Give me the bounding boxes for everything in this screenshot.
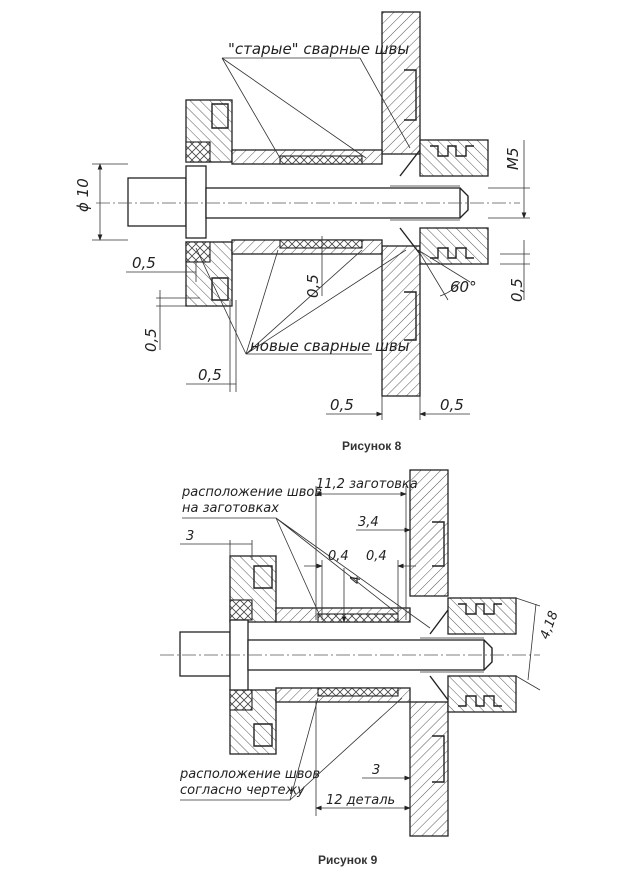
figure-8-caption: Рисунок 8 (342, 439, 402, 453)
dim-3-bottom: 3 (362, 763, 411, 781)
svg-text:расположение швов: расположение швов (179, 767, 320, 782)
tube-9 (275, 607, 411, 703)
dim-4-18: 4,18 (515, 597, 562, 691)
svg-text:12 деталь: 12 деталь (326, 793, 395, 808)
dim-05-center: 0,5 (304, 236, 323, 298)
dim-blank-11-2: 11,2 заготовка (315, 477, 418, 620)
svg-text:0,5: 0,5 (330, 396, 354, 414)
svg-text:0,5: 0,5 (508, 278, 526, 302)
svg-text:4,18: 4,18 (538, 609, 562, 641)
wall-plate (381, 11, 421, 397)
thread-label: M5 (504, 148, 522, 171)
figure-9-caption: Рисунок 9 (318, 853, 378, 867)
svg-text:3,4: 3,4 (358, 515, 379, 530)
svg-text:0,5: 0,5 (198, 366, 222, 384)
svg-text:0,4: 0,4 (328, 549, 349, 564)
old-welds-leaders: "старые" сварные швы (221, 40, 411, 159)
dim-05-left-top: 0,5 (126, 254, 197, 282)
svg-text:0,4: 0,4 (366, 549, 387, 564)
svg-text:3: 3 (186, 529, 194, 544)
diameter-label: ϕ 10 (74, 178, 92, 212)
figure-8: "старые" сварные швы новые сварные швы ϕ… (74, 11, 530, 453)
dim-3-4: 3,4 (356, 515, 411, 533)
dim-thread-m5: M5 (488, 140, 530, 219)
dim-part-12: 12 деталь (315, 700, 411, 816)
blank-welds-label: расположение швов на заготовках (181, 485, 431, 629)
right-hub-9 (429, 597, 517, 713)
svg-text:согласно чертежу: согласно чертежу (180, 783, 305, 798)
angle-label: 60° (450, 278, 477, 296)
left-flange (185, 99, 233, 307)
svg-text:0,5: 0,5 (304, 274, 322, 298)
drawing-welds-label: расположение швов согласно чертежу (179, 697, 403, 801)
dim-05-bottom-right: 0,5 0,5 (326, 396, 470, 420)
svg-text:0,5: 0,5 (132, 254, 156, 272)
new-welds-label: новые сварные швы (250, 337, 410, 355)
svg-text:0,5: 0,5 (142, 328, 160, 352)
old-welds-label: "старые" сварные швы (228, 40, 409, 58)
svg-text:на заготовках: на заготовках (182, 501, 279, 516)
svg-text:0,5: 0,5 (440, 396, 464, 414)
svg-text:4: 4 (349, 576, 364, 584)
bolt (127, 165, 469, 239)
svg-text:расположение швов: расположение швов (181, 485, 322, 500)
dim-05-left-vert: 0,5 (142, 290, 200, 352)
dim-angle-60: 60° (417, 249, 477, 301)
dim-3-top: 3 (180, 529, 253, 560)
dim-05-right: 0,5 (500, 240, 530, 302)
dim-diameter-10: ϕ 10 (74, 163, 128, 241)
left-flange-9 (229, 555, 277, 755)
right-hub (399, 139, 489, 265)
svg-text:3: 3 (372, 763, 380, 778)
dim-4: 4 (341, 568, 364, 623)
wall-plate-9 (409, 469, 449, 837)
dim-05-bottom-left: 0,5 (186, 300, 237, 392)
dim-0-4: 0,4 0,4 (304, 549, 416, 620)
figure-9: расположение швов на заготовках располож… (160, 469, 562, 867)
svg-text:11,2 заготовка: 11,2 заготовка (316, 477, 418, 492)
new-welds-leaders: новые сварные швы (195, 247, 410, 355)
tube (231, 149, 383, 255)
